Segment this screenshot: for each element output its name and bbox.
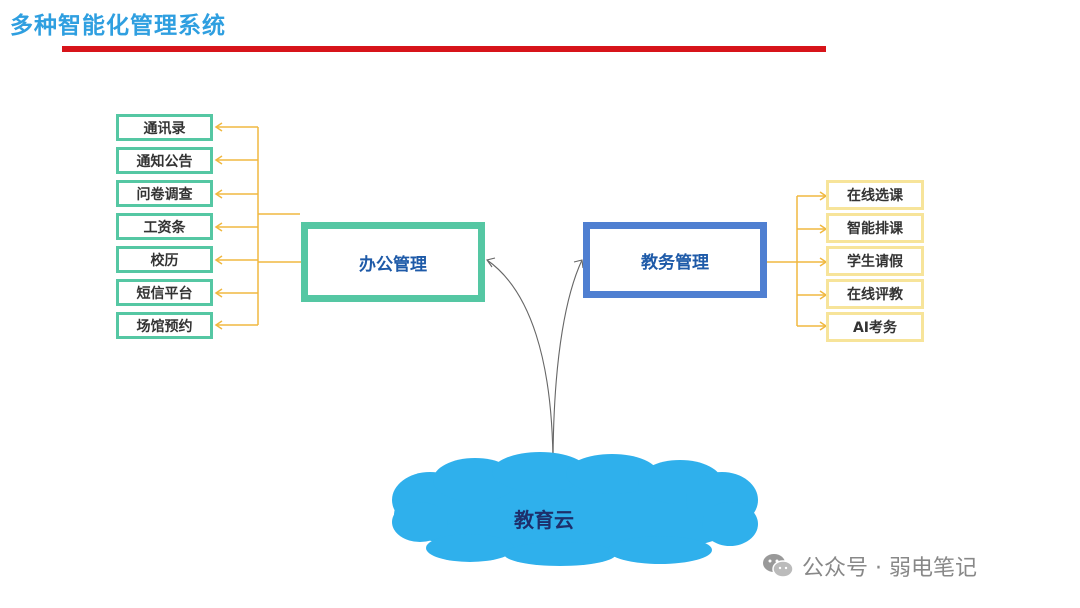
watermark: 公众号 · 弱电笔记 xyxy=(762,550,977,582)
watermark-text: 公众号 · 弱电笔记 xyxy=(802,556,977,581)
office-item-calendar: 校历 xyxy=(116,246,213,273)
teaching-item-course-selection: 在线选课 xyxy=(826,180,924,210)
teaching-item-leave: 学生请假 xyxy=(826,246,924,276)
cloud-to-teaching-curve xyxy=(552,259,583,469)
teaching-item-evaluation: 在线评教 xyxy=(826,279,924,309)
office-management-node: 办公管理 xyxy=(301,222,485,302)
office-item-payslip: 工资条 xyxy=(116,213,213,240)
title-underline xyxy=(62,46,826,52)
cloud-to-office-curve xyxy=(486,259,554,469)
office-item-survey: 问卷调查 xyxy=(116,180,213,207)
office-item-contacts: 通讯录 xyxy=(116,114,213,141)
teaching-item-ai-exam: AI考务 xyxy=(826,312,924,342)
teaching-management-node: 教务管理 xyxy=(583,222,767,298)
wechat-icon xyxy=(763,554,794,578)
office-item-venue-booking: 场馆预约 xyxy=(116,312,213,339)
page-title: 多种智能化管理系统 xyxy=(10,13,226,39)
teaching-item-scheduling: 智能排课 xyxy=(826,213,924,243)
education-cloud-shape xyxy=(392,452,758,566)
office-item-sms: 短信平台 xyxy=(116,279,213,306)
office-item-notices: 通知公告 xyxy=(116,147,213,174)
education-cloud-label: 教育云 xyxy=(514,508,574,532)
